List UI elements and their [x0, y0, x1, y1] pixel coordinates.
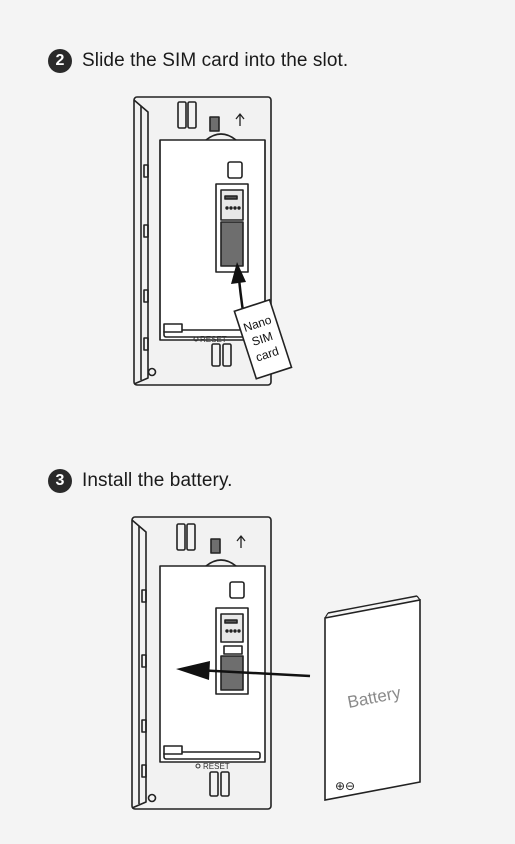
reset-label-2: RESET [203, 762, 230, 771]
battery-insert-arrow-icon [176, 661, 311, 680]
step-3-heading: 3 Install the battery. [48, 469, 233, 493]
sim-text-sim: SIM [250, 329, 275, 349]
step-2-number: 2 [48, 49, 72, 73]
step-2-heading: 2 Slide the SIM card into the slot. [48, 49, 348, 73]
step-3-number: 3 [48, 469, 72, 493]
sim-text-card: card [254, 344, 281, 365]
reset-hole-icon [193, 336, 199, 342]
reset-label-1: RESET [200, 335, 227, 344]
battery: Battery ⊕⊖ [324, 595, 421, 801]
nano-sim-card: Nano SIM card [233, 298, 293, 380]
battery-polarity-icons: ⊕⊖ [335, 779, 355, 793]
reset-hole-icon [195, 763, 201, 769]
step-3-text: Install the battery. [82, 470, 233, 491]
step-2-text: Slide the SIM card into the slot. [82, 50, 349, 71]
